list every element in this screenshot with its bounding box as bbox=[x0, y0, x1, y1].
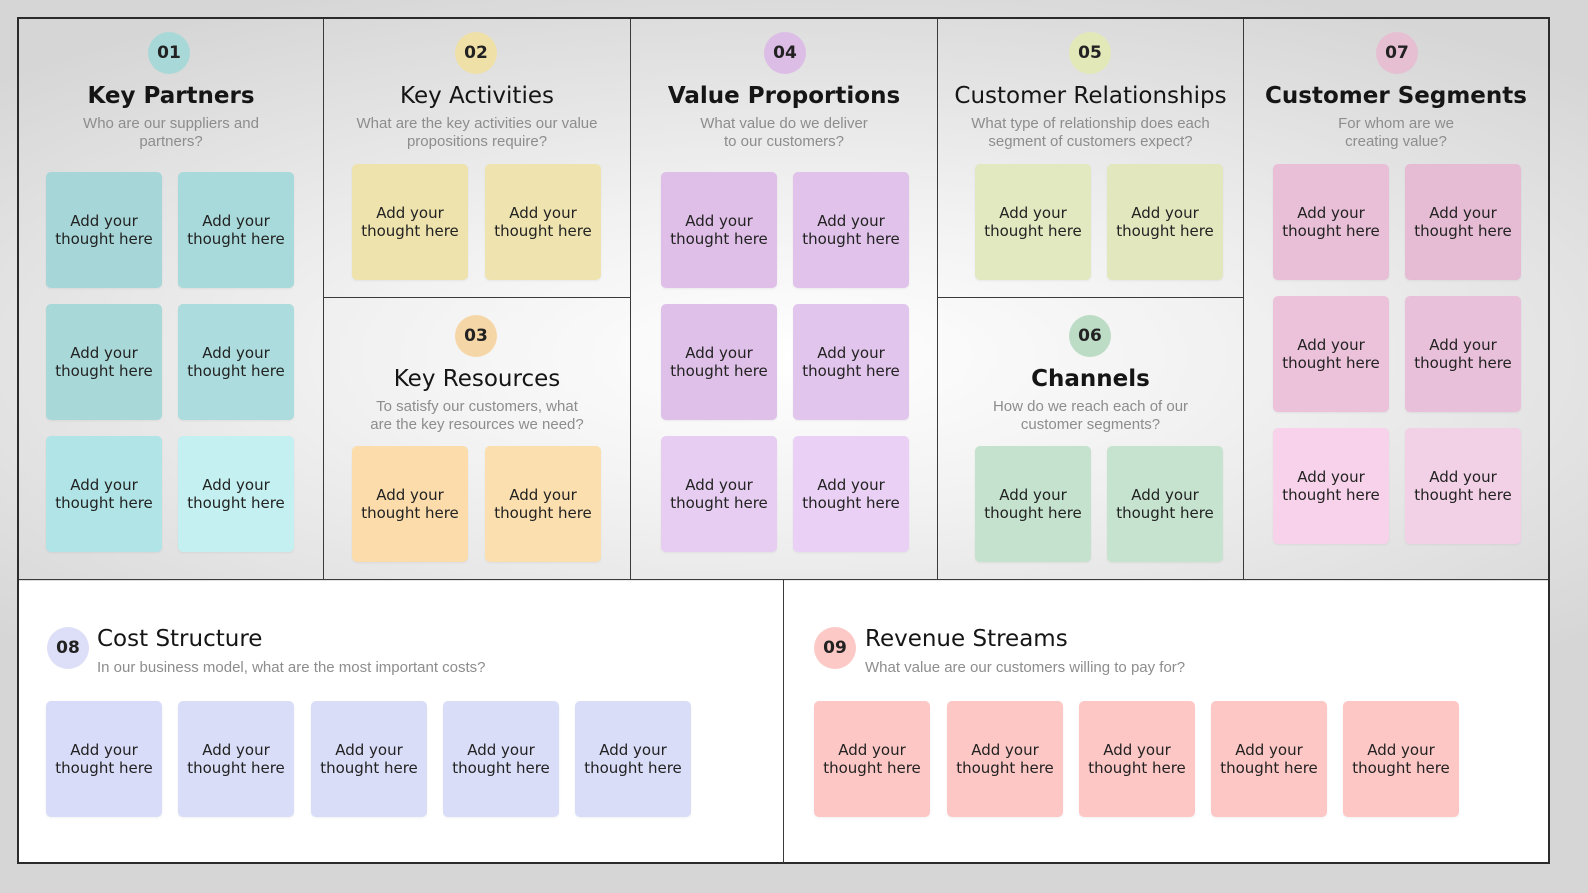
section-subtitle: To satisfy our customers, what are the k… bbox=[370, 398, 584, 433]
divider bbox=[783, 580, 784, 863]
divider bbox=[323, 19, 324, 580]
sticky-note[interactable]: Add your thought here bbox=[1273, 296, 1389, 412]
section-title: Channels bbox=[1031, 366, 1150, 392]
section-subtitle: In our business model, what are the most… bbox=[97, 659, 486, 676]
section-subtitle: What value do we deliver to our customer… bbox=[700, 115, 868, 150]
section-subtitle: Who are our suppliers and partners? bbox=[83, 115, 259, 150]
section-key-resources: 03 Key Resources To satisfy our customer… bbox=[324, 298, 630, 579]
section-title: Customer Relationships bbox=[954, 83, 1227, 109]
sticky-note[interactable]: Add your thought here bbox=[485, 446, 601, 562]
sticky-note[interactable]: Add your thought here bbox=[793, 436, 909, 552]
sticky-note[interactable]: Add your thought here bbox=[1343, 701, 1459, 817]
section-title: Key Partners bbox=[87, 83, 255, 109]
sticky-note[interactable]: Add your thought here bbox=[485, 164, 601, 280]
business-model-canvas bbox=[17, 17, 1550, 864]
sticky-note[interactable]: Add your thought here bbox=[46, 436, 162, 552]
section-key-activities: 02 Key Activities What are the key activ… bbox=[324, 19, 630, 297]
sticky-note[interactable]: Add your thought here bbox=[46, 701, 162, 817]
sticky-note[interactable]: Add your thought here bbox=[352, 446, 468, 562]
divider bbox=[938, 297, 1243, 298]
section-cost-structure: 08 Cost Structure In our business model,… bbox=[19, 580, 783, 863]
divider bbox=[630, 19, 631, 580]
sticky-note[interactable]: Add your thought here bbox=[46, 172, 162, 288]
divider bbox=[19, 579, 1548, 580]
section-number-badge: 06 bbox=[1069, 315, 1111, 357]
section-channels: 06 Channels How do we reach each of our … bbox=[938, 298, 1243, 579]
divider bbox=[324, 297, 630, 298]
sticky-note[interactable]: Add your thought here bbox=[661, 172, 777, 288]
section-customer-segments: 07 Customer Segments For whom are we cre… bbox=[1244, 19, 1548, 579]
section-subtitle: What type of relationship does each segm… bbox=[971, 115, 1210, 150]
section-value-propositions: 04 Value Proportions What value do we de… bbox=[631, 19, 937, 579]
sticky-note[interactable]: Add your thought here bbox=[793, 172, 909, 288]
sticky-note[interactable]: Add your thought here bbox=[1107, 164, 1223, 280]
sticky-note[interactable]: Add your thought here bbox=[661, 436, 777, 552]
sticky-note[interactable]: Add your thought here bbox=[311, 701, 427, 817]
sticky-note[interactable]: Add your thought here bbox=[352, 164, 468, 280]
section-subtitle: What value are our customers willing to … bbox=[865, 659, 1186, 676]
sticky-note[interactable]: Add your thought here bbox=[178, 172, 294, 288]
section-title: Value Proportions bbox=[667, 83, 901, 109]
section-number-badge: 08 bbox=[47, 627, 89, 669]
sticky-note[interactable]: Add your thought here bbox=[443, 701, 559, 817]
sticky-note[interactable]: Add your thought here bbox=[975, 446, 1091, 562]
section-number-badge: 03 bbox=[455, 315, 497, 357]
divider bbox=[937, 19, 938, 580]
section-number-badge: 04 bbox=[764, 32, 806, 74]
sticky-note[interactable]: Add your thought here bbox=[1079, 701, 1195, 817]
section-title: Cost Structure bbox=[97, 626, 263, 652]
sticky-note[interactable]: Add your thought here bbox=[1405, 428, 1521, 544]
section-subtitle: For whom are we creating value? bbox=[1338, 115, 1454, 150]
section-subtitle: How do we reach each of our customer seg… bbox=[992, 398, 1189, 433]
section-revenue-streams: 09 Revenue Streams What value are our cu… bbox=[784, 580, 1548, 863]
section-title: Revenue Streams bbox=[865, 626, 1068, 652]
sticky-note[interactable]: Add your thought here bbox=[1405, 296, 1521, 412]
section-number-badge: 07 bbox=[1376, 32, 1418, 74]
section-number-badge: 02 bbox=[455, 32, 497, 74]
sticky-note[interactable]: Add your thought here bbox=[178, 701, 294, 817]
section-number-badge: 01 bbox=[148, 32, 190, 74]
divider bbox=[1243, 19, 1244, 580]
section-number-badge: 05 bbox=[1069, 32, 1111, 74]
section-subtitle: What are the key activities our value pr… bbox=[356, 115, 598, 150]
section-number-badge: 09 bbox=[814, 627, 856, 669]
sticky-note[interactable]: Add your thought here bbox=[947, 701, 1063, 817]
sticky-note[interactable]: Add your thought here bbox=[46, 304, 162, 420]
sticky-note[interactable]: Add your thought here bbox=[575, 701, 691, 817]
section-title: Customer Segments bbox=[1265, 83, 1527, 109]
sticky-note[interactable]: Add your thought here bbox=[1273, 164, 1389, 280]
section-customer-relationships: 05 Customer Relationships What type of r… bbox=[938, 19, 1243, 297]
sticky-note[interactable]: Add your thought here bbox=[1211, 701, 1327, 817]
sticky-note[interactable]: Add your thought here bbox=[178, 304, 294, 420]
sticky-note[interactable]: Add your thought here bbox=[793, 304, 909, 420]
sticky-note[interactable]: Add your thought here bbox=[1405, 164, 1521, 280]
sticky-note[interactable]: Add your thought here bbox=[975, 164, 1091, 280]
section-key-partners: 01 Key Partners Who are our suppliers an… bbox=[19, 19, 323, 579]
sticky-note[interactable]: Add your thought here bbox=[1107, 446, 1223, 562]
sticky-note[interactable]: Add your thought here bbox=[178, 436, 294, 552]
section-title: Key Resources bbox=[393, 366, 561, 392]
sticky-note[interactable]: Add your thought here bbox=[661, 304, 777, 420]
section-title: Key Activities bbox=[400, 83, 554, 109]
sticky-note[interactable]: Add your thought here bbox=[814, 701, 930, 817]
sticky-note[interactable]: Add your thought here bbox=[1273, 428, 1389, 544]
